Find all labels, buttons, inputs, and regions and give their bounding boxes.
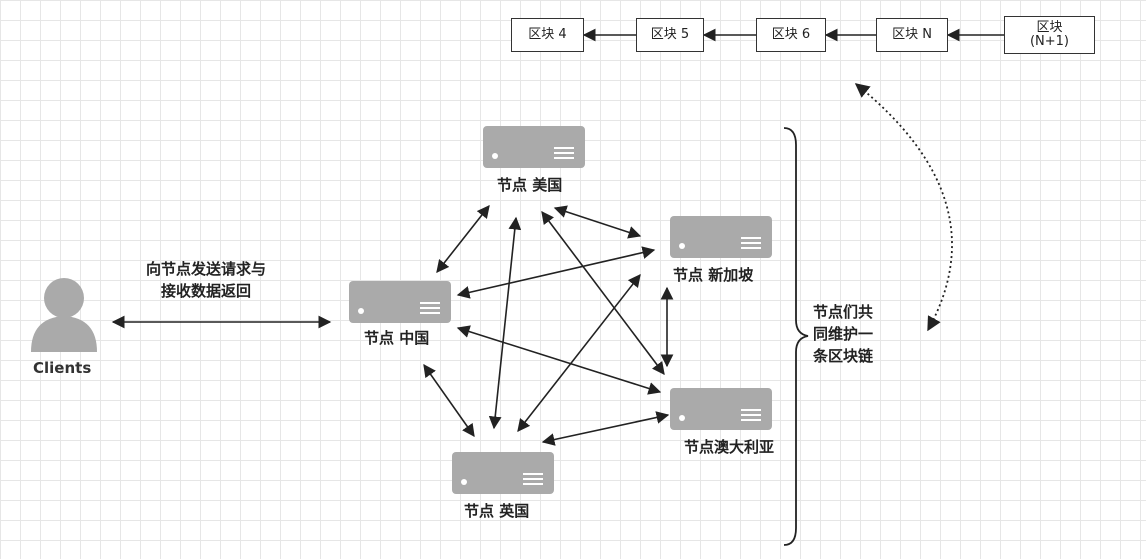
node-us-label: 节点 美国	[497, 176, 563, 194]
user-icon	[31, 278, 97, 352]
clients-label: Clients	[33, 359, 92, 377]
server-icon	[670, 388, 772, 430]
cn-au-arrow	[456, 325, 662, 395]
us-sg-arrow	[553, 205, 642, 239]
au-uk-arrow	[541, 411, 670, 446]
server-icon	[349, 281, 451, 323]
maintain-line-2: 同维护一	[813, 325, 874, 343]
sg-uk-arrow	[517, 273, 641, 433]
dotted-sync-arrow	[854, 83, 953, 332]
cn-us-arrow	[436, 204, 490, 274]
group-brace	[783, 127, 809, 546]
maintain-line-1: 节点们共	[813, 303, 874, 321]
node-sg-label: 节点 新加坡	[673, 266, 754, 284]
node-uk-label: 节点 英国	[464, 502, 530, 520]
request-description: 向节点发送请求与 接收数据返回	[146, 258, 266, 302]
request-line-2: 接收数据返回	[161, 282, 252, 300]
cn-uk-arrow	[423, 363, 475, 438]
maintain-description: 节点们共 同维护一 条区块链	[813, 301, 873, 367]
block-n[interactable]: 区块 N	[876, 18, 948, 52]
block-4[interactable]: 区块 4	[511, 18, 584, 52]
us-uk-arrow	[488, 216, 522, 430]
server-icon	[452, 452, 554, 494]
request-line-1: 向节点发送请求与	[146, 260, 267, 278]
server-icon	[483, 126, 585, 168]
block-6[interactable]: 区块 6	[756, 18, 826, 52]
block-n-plus-1[interactable]: 区块 (N+1)	[1004, 16, 1095, 54]
node-au-label: 节点澳大利亚	[684, 438, 775, 456]
cn-sg-arrow	[456, 246, 656, 299]
maintain-line-3: 条区块链	[813, 347, 874, 365]
us-au-arrow	[541, 210, 665, 376]
node-cn-label: 节点 中国	[364, 329, 430, 347]
block-5[interactable]: 区块 5	[636, 18, 704, 52]
server-icon	[670, 216, 772, 258]
